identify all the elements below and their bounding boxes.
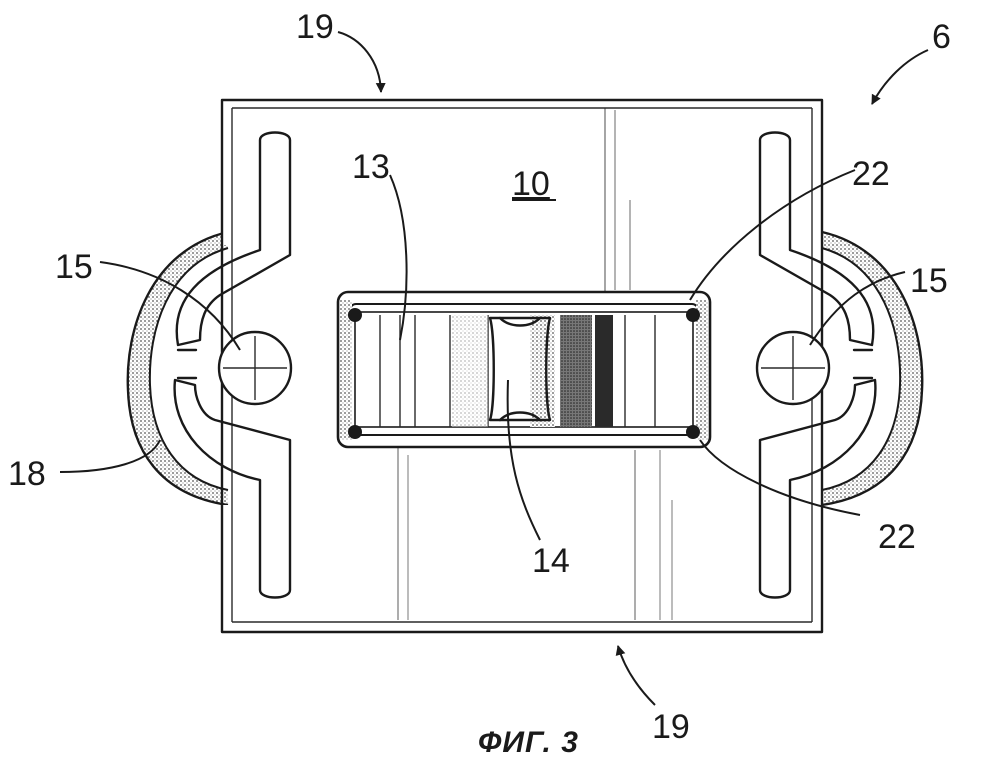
label-22-upper: 22 xyxy=(852,155,890,193)
label-14: 14 xyxy=(532,542,570,580)
label-19-top: 19 xyxy=(296,8,334,46)
label-6: 6 xyxy=(932,18,951,56)
window-frame xyxy=(338,292,710,447)
label-15-left: 15 xyxy=(55,248,93,286)
left-pin xyxy=(219,332,291,404)
label-15-right: 15 xyxy=(910,262,948,300)
label-10: 10 xyxy=(512,165,550,203)
label-22-lower: 22 xyxy=(878,518,916,556)
right-pin xyxy=(757,332,829,404)
label-19-bottom: 19 xyxy=(652,708,690,746)
label-18: 18 xyxy=(8,455,46,493)
figure-caption: ФИГ. 3 xyxy=(478,726,579,759)
label-13: 13 xyxy=(352,148,390,186)
